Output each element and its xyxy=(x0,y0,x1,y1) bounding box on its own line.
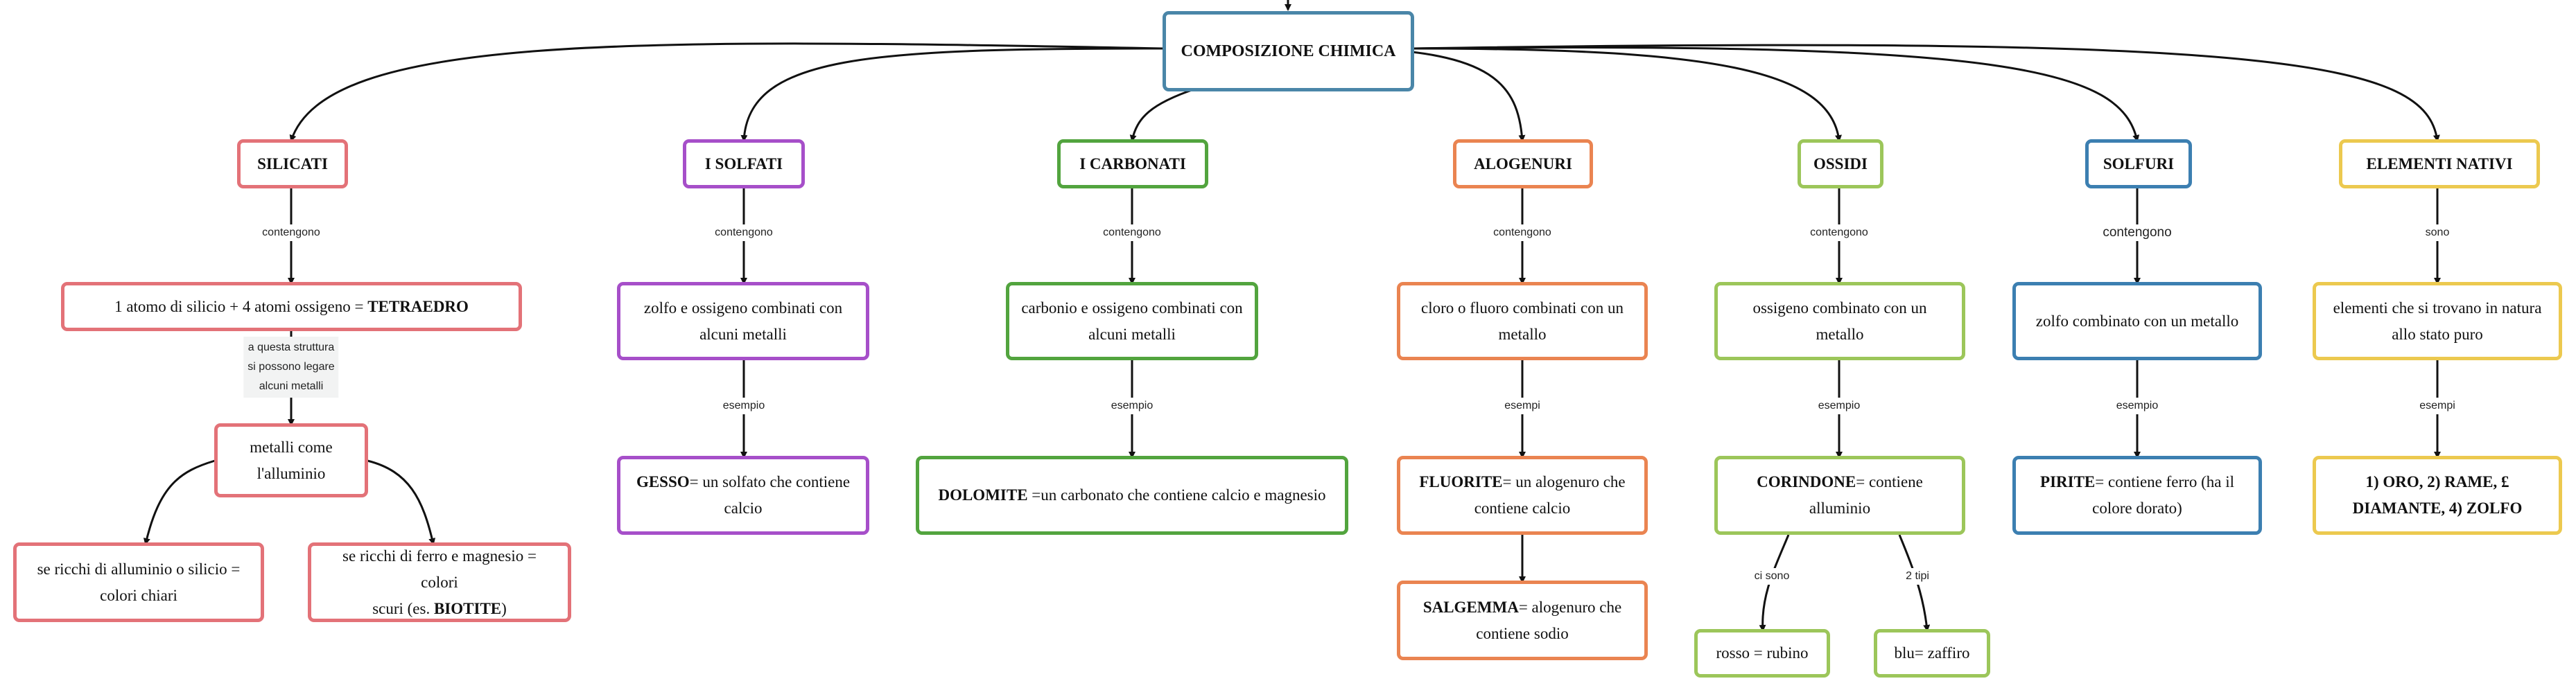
category-carbonati-label: I CARBONATI xyxy=(1079,154,1186,172)
silicati-definition-text: 1 atomo di silicio + 4 atomi ossigeno = … xyxy=(114,297,469,315)
nativi-examples[interactable]: 1) ORO, 2) RAME, £DIAMANTE, 4) ZOLFO xyxy=(2313,456,2562,535)
root-title: COMPOSIZIONE CHIMICA xyxy=(1181,42,1396,60)
relation-label-contengono: contengono xyxy=(1100,224,1164,241)
edge-metalli-chiari xyxy=(143,459,216,545)
edge-metalli-scuri xyxy=(367,459,436,545)
relation-label-sono: sono xyxy=(2422,224,2453,241)
solfuri-definition[interactable]: zolfo combinato con un metallo xyxy=(2012,282,2262,360)
relation-label-esempio: esempio xyxy=(2113,398,2161,414)
category-carbonati[interactable]: I CARBONATI xyxy=(1057,139,1208,188)
category-nativi[interactable]: ELEMENTI NATIVI xyxy=(2339,139,2540,188)
silicati-definition[interactable]: 1 atomo di silicio + 4 atomi ossigeno = … xyxy=(61,282,522,331)
edge-root-carbonati xyxy=(1129,87,1196,142)
relation-label-esempio: esempio xyxy=(1108,398,1156,414)
relation-label-esempi: esempi xyxy=(1502,398,1543,414)
zaffiro-text: blu= zaffiro xyxy=(1894,644,1970,662)
dolomite-text: DOLOMITE =un carbonato che contiene calc… xyxy=(938,486,1326,504)
category-solfati[interactable]: I SOLFATI xyxy=(683,139,805,188)
silicati-structure-note: a questa struttura si possono legare alc… xyxy=(243,337,339,398)
category-alogenuri-label: ALOGENURI xyxy=(1474,154,1572,172)
edge-root-silicati xyxy=(289,42,1163,142)
edge-root-ossidi xyxy=(1413,47,1842,142)
category-alogenuri[interactable]: ALOGENURI xyxy=(1453,139,1593,188)
category-silicati[interactable]: SILICATI xyxy=(237,139,348,188)
relation-label-due-tipi: 2 tipi xyxy=(1903,568,1932,585)
edge-root-solfati xyxy=(740,47,1163,142)
chiari-text: se ricchi di alluminio o silicio =colori… xyxy=(37,560,241,604)
relation-label-esempi: esempi xyxy=(2417,398,2458,414)
relation-label-contengono: contengono xyxy=(1807,224,1871,241)
category-ossidi-label: OSSIDI xyxy=(1813,154,1868,172)
solfuri-definition-text: zolfo combinato con un metallo xyxy=(2035,312,2239,330)
ossidi-definition[interactable]: ossigeno combinato con un metallo xyxy=(1714,282,1965,360)
root-node[interactable]: COMPOSIZIONE CHIMICA xyxy=(1163,11,1414,91)
dolomite-node[interactable]: DOLOMITE =un carbonato che contiene calc… xyxy=(916,456,1348,535)
category-silicati-label: SILICATI xyxy=(257,154,328,172)
chiari-node[interactable]: se ricchi di alluminio o silicio =colori… xyxy=(13,542,264,622)
category-nativi-label: ELEMENTI NATIVI xyxy=(2366,154,2513,172)
category-solfuri[interactable]: SOLFURI xyxy=(2085,139,2192,188)
relation-label-esempio: esempio xyxy=(720,398,768,414)
edge-root-solfuri xyxy=(1413,46,2140,142)
zaffiro-node[interactable]: blu= zaffiro xyxy=(1874,629,1990,678)
ossidi-definition-text: ossigeno combinato con un metallo xyxy=(1752,299,1927,343)
edge-root-nativi xyxy=(1413,44,2440,142)
relation-label-contengono: contengono xyxy=(259,224,323,241)
rubino-node[interactable]: rosso = rubino xyxy=(1694,629,1830,678)
category-solfati-label: I SOLFATI xyxy=(704,154,783,172)
relation-label-ci-sono: ci sono xyxy=(1751,568,1793,585)
rubino-text: rosso = rubino xyxy=(1716,644,1809,662)
nativi-examples-text: 1) ORO, 2) RAME, £DIAMANTE, 4) ZOLFO xyxy=(2352,473,2523,517)
relation-label-esempio: esempio xyxy=(1815,398,1863,414)
category-ossidi[interactable]: OSSIDI xyxy=(1798,139,1883,188)
relation-label-contengono: contengono xyxy=(712,224,776,241)
relation-label-contengono: contengono xyxy=(2100,224,2175,241)
relation-label-contengono: contengono xyxy=(1490,224,1554,241)
category-solfuri-label: SOLFURI xyxy=(2103,154,2175,172)
